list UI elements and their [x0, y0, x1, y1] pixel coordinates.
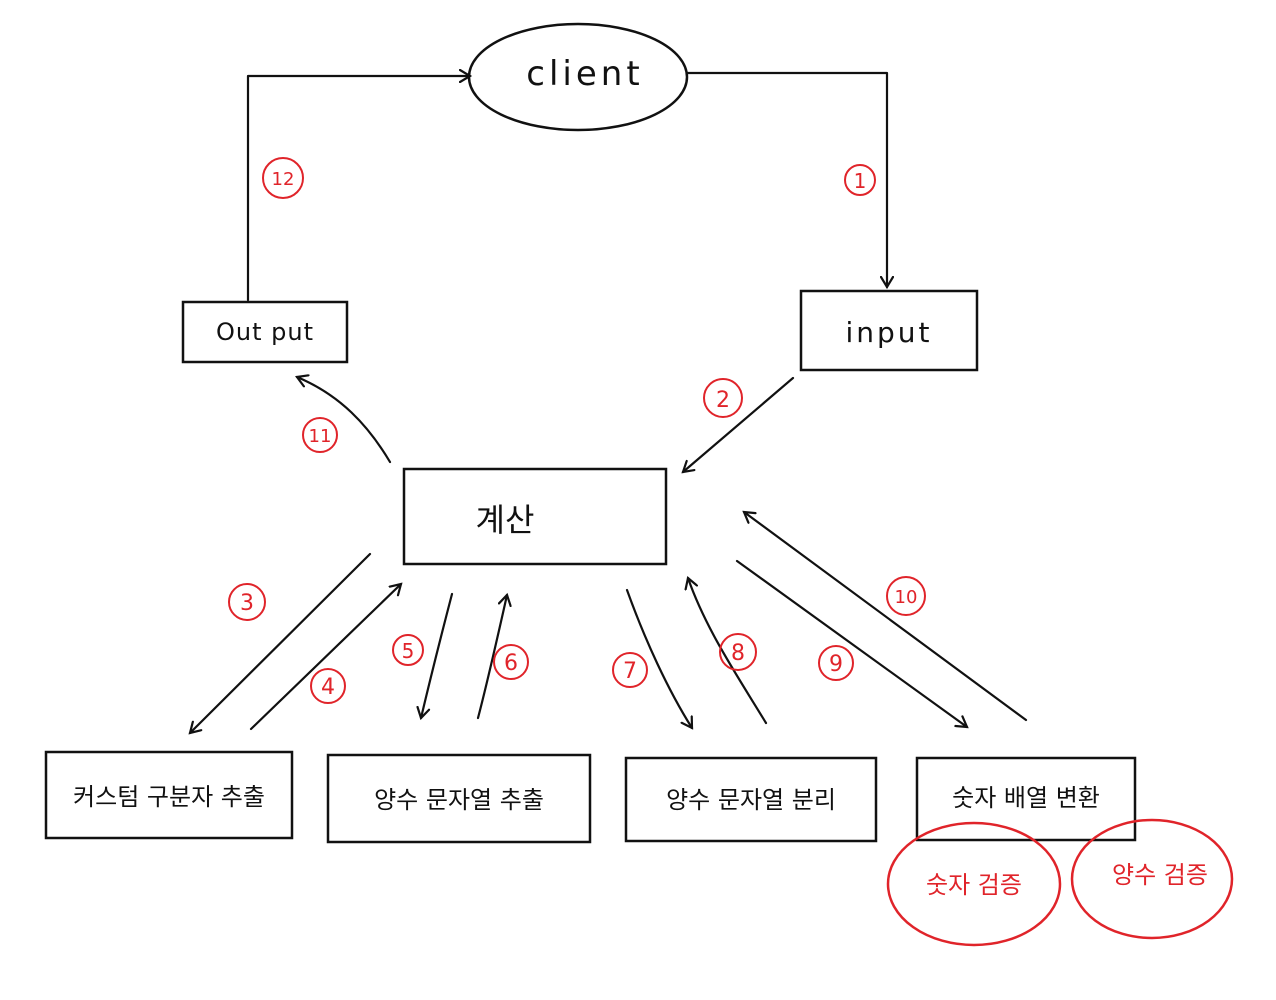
client-node: client — [467, 22, 689, 132]
step-6: 6 — [493, 644, 529, 680]
input-label: input — [845, 316, 932, 349]
step-10: 10 — [886, 576, 926, 616]
positive-str-split-node: 양수 문자열 분리 — [624, 756, 878, 843]
client-label: client — [526, 54, 643, 94]
step-12: 12 — [262, 157, 304, 199]
calc-label: 계산 — [476, 501, 535, 539]
edge-calc-to-positive-extract — [421, 592, 454, 718]
edge-number-array-to-calc — [744, 512, 1028, 722]
step-9: 9 — [818, 645, 854, 681]
step-4: 4 — [310, 668, 346, 704]
number-array-label: 숫자 배열 변환 — [952, 784, 1100, 812]
positive-str-extract-node: 양수 문자열 추출 — [326, 753, 592, 844]
custom-delim-node: 커스텀 구분자 추출 — [44, 750, 294, 840]
step-7: 7 — [612, 652, 648, 688]
calc-node: 계산 — [402, 467, 668, 566]
input-node: input — [799, 289, 979, 372]
svg-text:7: 7 — [623, 659, 637, 684]
svg-text:5: 5 — [402, 639, 415, 663]
edge-calc-to-output — [297, 377, 392, 464]
svg-text:10: 10 — [895, 587, 918, 608]
svg-text:11: 11 — [309, 426, 332, 447]
step-2: 2 — [703, 378, 743, 418]
svg-text:12: 12 — [272, 169, 295, 190]
svg-text:6: 6 — [504, 651, 518, 676]
edge-calc-to-custom-delim — [190, 552, 372, 733]
svg-text:8: 8 — [731, 641, 745, 666]
edge-positive-extract-to-calc — [476, 595, 507, 720]
custom-delim-label: 커스텀 구분자 추출 — [73, 783, 265, 811]
number-validate-label: 숫자 검증 — [926, 871, 1022, 899]
svg-text:4: 4 — [321, 675, 335, 700]
positive-validate-label: 양수 검증 — [1112, 861, 1208, 889]
positive-validate-node: 양수 검증 — [1070, 818, 1234, 940]
step-11: 11 — [302, 417, 338, 453]
svg-text:3: 3 — [240, 591, 254, 616]
svg-text:9: 9 — [829, 652, 843, 677]
svg-text:1: 1 — [854, 169, 867, 193]
edge-output-to-client — [246, 76, 470, 302]
number-validate-node: 숫자 검증 — [886, 821, 1062, 947]
edge-positive-split-to-calc — [688, 578, 768, 725]
edge-calc-to-positive-split — [625, 588, 692, 728]
step-3: 3 — [228, 583, 266, 621]
step-1: 1 — [844, 164, 876, 196]
edge-client-to-input — [686, 71, 887, 287]
positive-str-split-label: 양수 문자열 분리 — [666, 786, 836, 814]
edge-calc-to-number-array — [735, 559, 967, 727]
output-node: Out put — [181, 300, 349, 364]
svg-text:2: 2 — [716, 388, 730, 413]
edge-custom-delim-to-calc — [249, 584, 401, 731]
number-array-node: 숫자 배열 변환 — [915, 756, 1137, 842]
output-label: Out put — [216, 318, 314, 346]
edge-input-to-calc — [683, 376, 795, 472]
step-8: 8 — [719, 633, 757, 671]
step-5: 5 — [392, 634, 424, 666]
positive-str-extract-label: 양수 문자열 추출 — [374, 786, 544, 814]
